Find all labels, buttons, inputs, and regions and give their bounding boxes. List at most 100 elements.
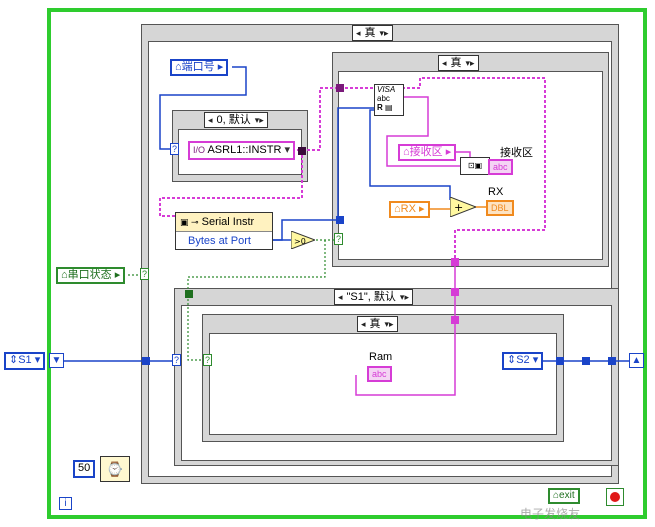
tunnel-s1-left <box>142 357 150 365</box>
exit-control[interactable]: ⌂exit <box>548 488 580 504</box>
arrow-right-icon: ▸ <box>114 269 121 281</box>
s1-label: S1 <box>18 354 32 366</box>
add-node[interactable]: + <box>449 196 478 218</box>
tunnel-s2-right-2 <box>582 357 590 365</box>
tunnel-visa-left <box>298 147 306 155</box>
selector-left-icon[interactable]: ◂ <box>208 115 213 125</box>
selector-right-icon[interactable]: ▾▸ <box>379 28 389 38</box>
visa-refnum-icon: ▣ ⊸ <box>180 217 199 227</box>
tunnel-s2-right-1 <box>556 357 564 365</box>
tunnel-pink-2 <box>451 288 459 296</box>
receive-area-label: 接收区 <box>500 147 533 159</box>
visa-read-sub: abc <box>377 94 390 103</box>
selector-right-icon[interactable]: ▾▸ <box>384 319 394 329</box>
selector-right-icon[interactable]: ▾▸ <box>254 115 264 125</box>
ram-label: Ram <box>369 351 393 363</box>
shift-register-right[interactable]: ▲ <box>629 353 644 368</box>
visa-read-title: VISA <box>377 85 396 94</box>
port-number-label: 端口号 <box>181 61 215 73</box>
wire-pink-down <box>355 262 456 396</box>
s1-case-selector[interactable]: ◂ "S1", 默认 ▾▸ <box>334 289 413 305</box>
s2-enum-constant[interactable]: ⇕S2 ▾ <box>502 352 544 370</box>
shift-register-left[interactable]: ▼ <box>49 353 64 368</box>
svg-text:+: + <box>454 201 463 214</box>
stop-terminal[interactable] <box>606 488 624 506</box>
tunnel-green-bool <box>185 290 193 298</box>
add-icon: + <box>449 196 478 218</box>
wire-visa-ref-3 <box>402 77 546 262</box>
exit-label: exit <box>559 490 575 501</box>
arrow-right-icon: ▸ <box>445 146 452 158</box>
selector-left-icon[interactable]: ◂ <box>356 28 361 38</box>
wire-bytes-at-port <box>272 107 376 241</box>
port-case-selector[interactable]: ◂ 0, 默认 ▾▸ <box>204 112 268 128</box>
house-icon: ⌂ <box>61 269 68 281</box>
visa-resource-constant[interactable]: I/O ASRL1::INSTR ▾ <box>188 141 296 160</box>
clock-icon: ⌚ <box>106 461 124 477</box>
receive-area-ctrl-label: 接收区 <box>409 146 443 158</box>
house-icon: ⌂ <box>394 203 401 215</box>
rx-ctrl-label: RX <box>400 203 416 215</box>
selector-left-icon[interactable]: ◂ <box>442 58 447 68</box>
innermost-case-selector-label: 真 <box>369 318 381 330</box>
dropdown-icon[interactable]: ▾ <box>532 354 539 366</box>
house-icon: ⌂ <box>175 61 182 73</box>
house-icon: ⌂ <box>403 146 410 158</box>
visa-read-r-icon: R ▤ <box>377 103 393 112</box>
watermark: 电子发烧友 <box>520 505 580 522</box>
serial-status-label: 串口状态 <box>67 269 112 281</box>
serial-status-control[interactable]: ⌂串口状态 ▸ <box>56 267 126 284</box>
visa-resource-value: ASRL1::INSTR <box>207 144 282 156</box>
enum-arrows-icon: ⇕ <box>507 354 517 366</box>
stop-icon <box>610 492 620 502</box>
compare-icon: >0 <box>290 230 317 250</box>
loop-index-label: i <box>64 498 67 509</box>
case-selector-terminal-top: ? <box>334 233 343 245</box>
greater-than-zero-node[interactable]: >0 <box>290 230 317 250</box>
receive-area-control[interactable]: ⌂接收区 ▸ <box>398 144 457 161</box>
rx-control[interactable]: ⌂RX ▸ <box>389 201 430 218</box>
serial-instr-property-node[interactable]: ▣ ⊸ Serial Instr Bytes at Port <box>175 212 273 250</box>
case-selector-terminal-port: ? <box>170 143 179 155</box>
tunnel-s2-right-3 <box>608 357 616 365</box>
rx-indicator[interactable]: DBL <box>486 200 514 216</box>
s2-label: S2 <box>516 354 530 366</box>
wait-ms-constant[interactable]: 50 <box>73 460 96 478</box>
dropdown-icon[interactable]: ▾ <box>34 354 41 366</box>
wire-receive <box>386 96 460 167</box>
port-number-control[interactable]: ⌂端口号 ▸ <box>170 59 229 76</box>
wire-visa-count <box>369 109 451 200</box>
svg-text:>0: >0 <box>294 237 306 246</box>
concatenate-strings-node[interactable]: ⊡▣ <box>460 157 490 175</box>
visa-read-node[interactable]: VISA abc R ▤ <box>374 84 404 116</box>
selector-right-icon[interactable]: ▾▸ <box>399 292 409 302</box>
tunnel-pink-3 <box>451 316 459 324</box>
property-node-header: ▣ ⊸ Serial Instr <box>176 213 272 232</box>
wire-visa-ref-1 <box>282 87 376 151</box>
case-selector-terminal-s1: ? <box>172 354 181 366</box>
tunnel-visa-top <box>336 84 344 92</box>
outer-case-selector-label: 真 <box>364 27 376 39</box>
rx-indicator-type: DBL <box>491 203 509 213</box>
property-bytes-at-port[interactable]: Bytes at Port <box>176 232 272 250</box>
case-selector-terminal-inner: ? <box>203 354 212 366</box>
receive-indicator-type: abc <box>493 162 508 172</box>
rx-label: RX <box>488 186 504 198</box>
selector-left-icon[interactable]: ◂ <box>338 292 343 302</box>
port-case-selector-label: 0, 默认 <box>216 114 251 126</box>
dropdown-icon[interactable]: ▾ <box>284 144 291 156</box>
wait-ms-node[interactable]: ⌚ <box>100 456 130 482</box>
arrow-right-icon: ▸ <box>217 61 224 73</box>
serial-instr-label: Serial Instr <box>201 216 255 228</box>
receive-area-indicator[interactable]: abc <box>488 159 513 175</box>
ram-indicator[interactable]: abc <box>367 366 392 382</box>
inner-top-case-selector[interactable]: ◂ 真 ▾▸ <box>438 55 479 71</box>
outer-case-selector[interactable]: ◂ 真 ▾▸ <box>352 25 393 41</box>
ram-indicator-type: abc <box>372 369 387 379</box>
innermost-case-selector[interactable]: ◂ 真 ▾▸ <box>357 316 398 332</box>
selector-left-icon[interactable]: ◂ <box>361 319 366 329</box>
selector-right-icon[interactable]: ▾▸ <box>465 58 475 68</box>
s1-enum-constant[interactable]: ⇕S1 ▾ <box>4 352 46 370</box>
tunnel-pink-1 <box>451 258 459 266</box>
